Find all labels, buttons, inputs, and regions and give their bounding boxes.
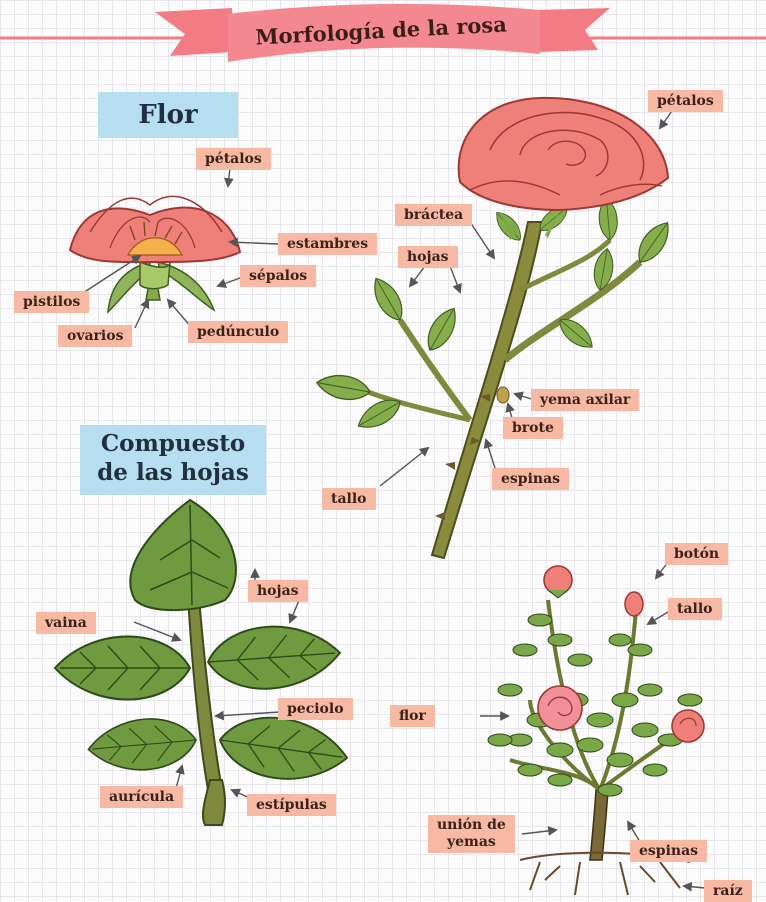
label-brote: brote — [503, 417, 563, 439]
label-espinas-rosa: espinas — [492, 468, 570, 490]
label-auricula: aurícula — [100, 786, 184, 808]
rose-stem-illustration — [314, 196, 677, 560]
label-tallo-rosa: tallo — [322, 488, 376, 510]
label-raiz: raíz — [704, 880, 752, 902]
label-tallo-arbusto: tallo — [668, 598, 722, 620]
label-petalos-rosa: pétalos — [648, 90, 723, 112]
label-espinas-arbusto: espinas — [630, 840, 708, 862]
label-yema-axilar: yema axilar — [531, 389, 640, 411]
label-estipulas: estípulas — [247, 794, 336, 816]
label-peciolo: peciolo — [278, 698, 353, 720]
rose-bloom — [457, 96, 670, 212]
section-heading-compuesto-line2: de las hojas — [97, 459, 249, 486]
label-ovarios: ovarios — [58, 325, 133, 347]
flower-cross-section — [68, 195, 242, 314]
label-estambres: estambres — [278, 233, 378, 255]
label-pistilos: pistilos — [14, 291, 90, 313]
label-union-yemas: unión de yemas — [428, 815, 515, 853]
label-hojas-comp: hojas — [248, 580, 308, 602]
label-petalos-flor: pétalos — [196, 148, 271, 170]
label-flor-arbusto: flor — [390, 705, 435, 727]
rose-bush-illustration — [487, 565, 705, 896]
title-banner — [0, 3, 766, 62]
section-heading-compuesto-line1: Compuesto — [100, 430, 246, 457]
label-sepalos: sépalos — [240, 265, 317, 287]
label-pedunculo: pedúnculo — [188, 321, 289, 343]
label-boton: botón — [665, 543, 729, 565]
label-vaina: vaina — [36, 612, 96, 634]
section-heading-flor: Flor — [98, 92, 238, 138]
compound-leaf-illustration — [54, 498, 353, 826]
label-hojas-rosa: hojas — [398, 246, 458, 268]
label-bractea: bráctea — [395, 204, 473, 226]
section-heading-compuesto: Compuesto de las hojas — [80, 425, 266, 495]
